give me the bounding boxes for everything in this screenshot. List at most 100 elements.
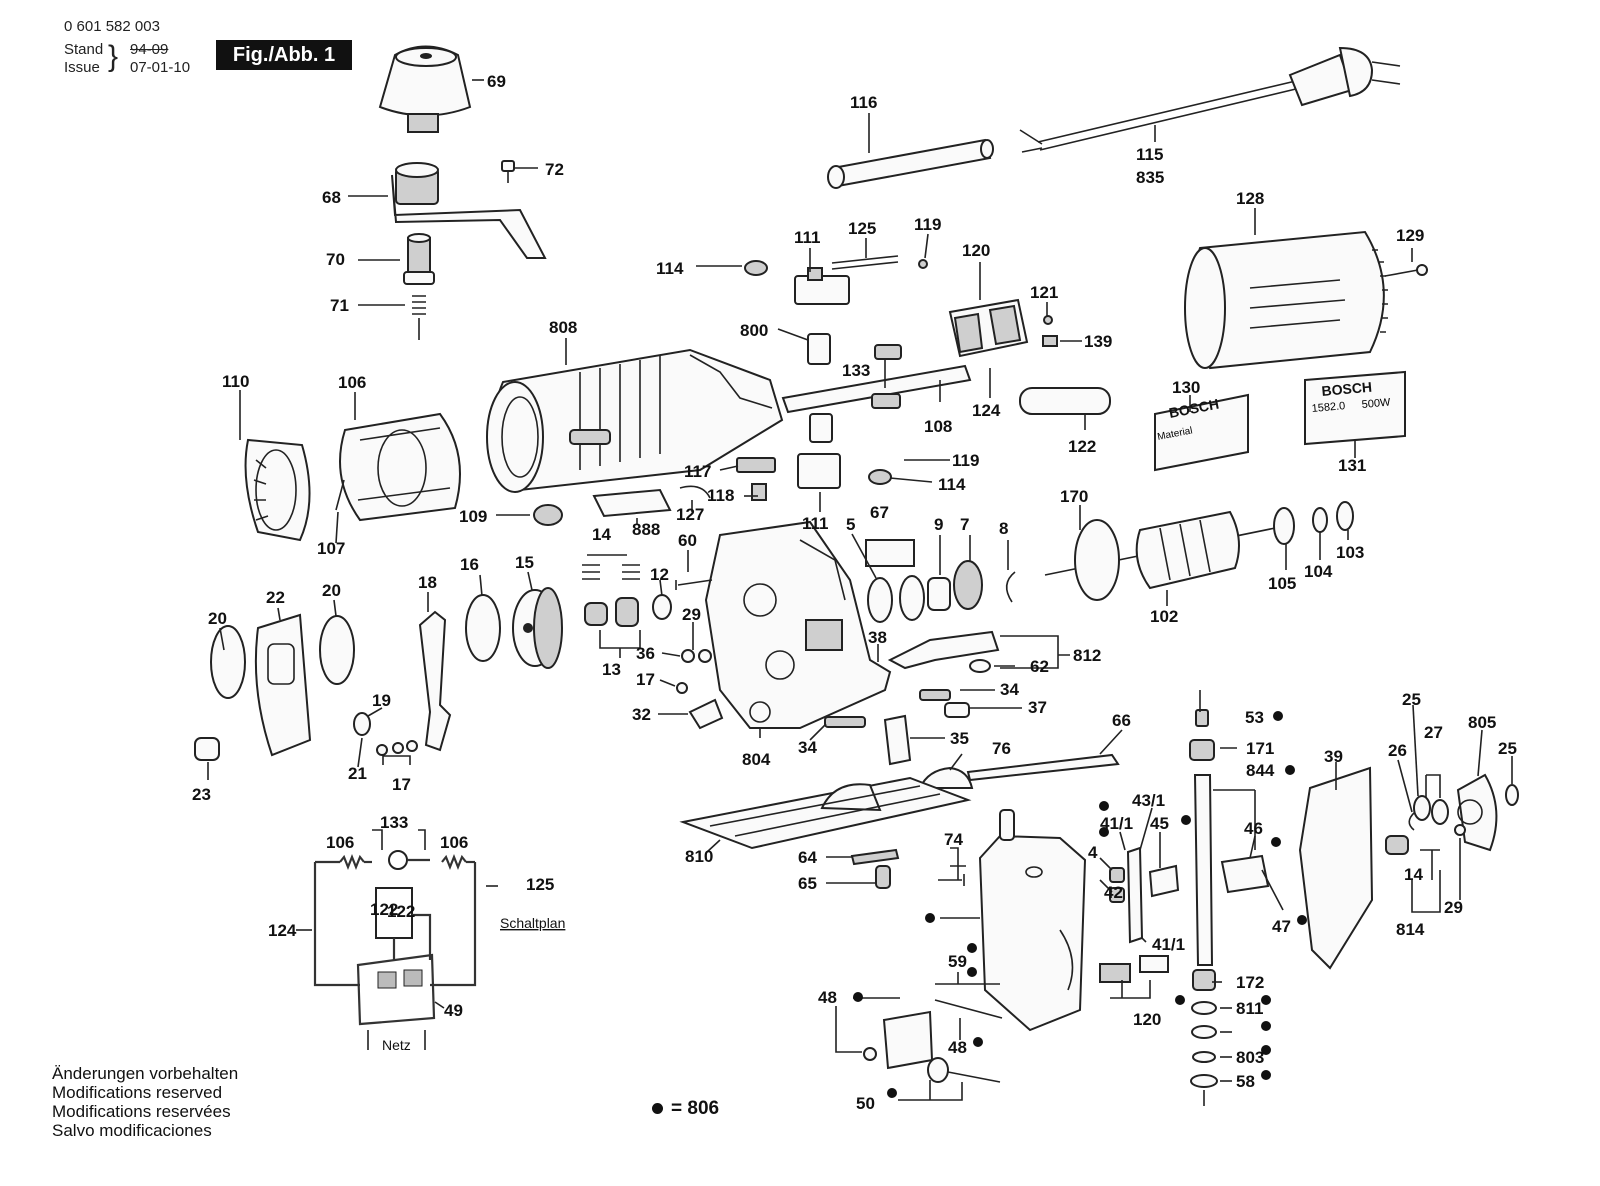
callout-7-40: 7 [960, 515, 969, 534]
callout-5-45: 5 [846, 515, 855, 534]
callout-171-68: 171 [1246, 739, 1274, 758]
part-25a [1413, 795, 1431, 821]
callout-17-61: 17 [636, 670, 655, 689]
stand-label: Stand [64, 41, 104, 58]
part-capacitor-122 [1019, 387, 1111, 415]
part-bushing-9 [927, 577, 951, 611]
callout-808-16: 808 [549, 318, 577, 337]
callout-41-1-103: 41/1 [1152, 935, 1185, 954]
callout-115-6: 115 [1136, 145, 1163, 164]
plate-131-power: 500W [1361, 396, 1391, 411]
callout-49-108: 49 [444, 1001, 463, 1020]
part-ring-103 [1336, 501, 1354, 531]
callout-125-9: 125 [848, 219, 876, 238]
callout-107-35: 107 [317, 539, 345, 558]
callout-122-25: 122 [1068, 437, 1096, 456]
dot-marker-12 [1261, 1045, 1271, 1055]
dot-marker-4 [1181, 815, 1191, 825]
part-switch-120 [948, 298, 1058, 358]
dot-marker-icon [652, 1103, 663, 1115]
part-25b [1505, 784, 1519, 806]
dot-marker-10 [1261, 995, 1271, 1005]
dot-marker-14 [1175, 995, 1185, 1005]
part-washer-16 [465, 594, 501, 662]
callout-58-112: 58 [1236, 1072, 1255, 1091]
callout-34-62: 34 [1000, 680, 1019, 699]
callout-805-78: 805 [1468, 713, 1496, 732]
callout-47-100: 47 [1272, 917, 1291, 936]
callout-69-0: 69 [487, 72, 506, 91]
part-37 [944, 702, 970, 718]
part-48a [1191, 1001, 1217, 1015]
dot-marker-0 [1273, 711, 1283, 721]
brace-glyph: } [108, 40, 119, 73]
part-plate-43-1 [1126, 846, 1144, 944]
part-bush-172 [1192, 969, 1216, 991]
callout-814-101: 814 [1396, 920, 1425, 939]
part-washer-19 [353, 712, 371, 736]
part-roller-42a [1109, 867, 1125, 883]
callout-21-73: 21 [348, 764, 367, 783]
callout-811-107: 811 [1236, 999, 1263, 1018]
callout-48-106: 48 [818, 988, 837, 1007]
callout-39-76: 39 [1324, 747, 1343, 766]
legend-text: = 806 [671, 1098, 720, 1119]
dot-marker-15 [853, 992, 863, 1002]
part-brush-holder-67 [865, 539, 915, 567]
part-knob-69 [378, 45, 472, 133]
callout-130-24: 130 [1172, 378, 1200, 397]
callout-128-13: 128 [1236, 189, 1264, 208]
callout-32-63: 32 [632, 705, 651, 724]
callout-4-94: 4 [1088, 843, 1098, 862]
part-strip-64 [850, 848, 900, 866]
part-clip-127 [679, 485, 711, 499]
dot-marker-3 [1099, 827, 1109, 837]
part-ring-9a [899, 575, 925, 621]
part-gear-housing-804 [704, 520, 892, 729]
callout-119-28: 119 [952, 451, 979, 470]
callout-8-41: 8 [999, 519, 1008, 538]
callout-70-3: 70 [326, 250, 345, 269]
part-field-coil-106 [339, 412, 461, 522]
callout-172-105: 172 [1236, 973, 1264, 992]
modification-notes: Änderungen vorbehalten Modifications res… [52, 1064, 238, 1140]
stand-value: 94-09 [130, 41, 169, 58]
callout-20-47: 20 [208, 609, 227, 628]
callout-888-32: 888 [632, 520, 660, 539]
callout-139-18: 139 [1084, 332, 1112, 351]
callout-170-36: 170 [1060, 487, 1088, 506]
callout-37-64: 37 [1028, 698, 1047, 717]
callout-133-87: 133 [380, 813, 408, 832]
callout-120-12: 120 [962, 241, 990, 260]
part-pad-803b [1139, 955, 1169, 973]
part-washer-36a [681, 649, 695, 663]
schematic-mains-label: Netz [382, 1037, 411, 1053]
callout-45-85: 45 [1150, 814, 1169, 833]
part-washer-21 [376, 744, 388, 756]
callout-71-4: 71 [330, 296, 349, 315]
part-washer-36b [698, 649, 712, 663]
part-gasket-888 [592, 488, 672, 518]
callout-50-113: 50 [856, 1094, 875, 1113]
figure-badge: Fig./Abb. 1 [216, 40, 352, 70]
callout-120-109: 120 [1133, 1010, 1161, 1029]
callout-844-82: 844 [1246, 761, 1275, 780]
part-guide-47 [1220, 854, 1270, 894]
part-bearing-7 [953, 560, 983, 610]
callout-20-49: 20 [322, 581, 341, 600]
callout-60-44: 60 [678, 531, 697, 550]
callout-129-14: 129 [1396, 226, 1424, 245]
dot-marker-17 [973, 1037, 983, 1047]
callout-106-89: 106 [440, 833, 468, 852]
part-armature-102 [1044, 510, 1291, 601]
callout-111-34: 111 [802, 514, 829, 533]
part-rod-46 [1193, 774, 1214, 966]
callout-116-5: 116 [850, 93, 877, 112]
part-knob-35 [883, 714, 912, 766]
part-ring-5 [867, 577, 893, 623]
callout-124-23: 124 [972, 401, 1001, 420]
part-base-plate-810 [679, 776, 972, 850]
part-bearing-105 [1273, 507, 1295, 545]
